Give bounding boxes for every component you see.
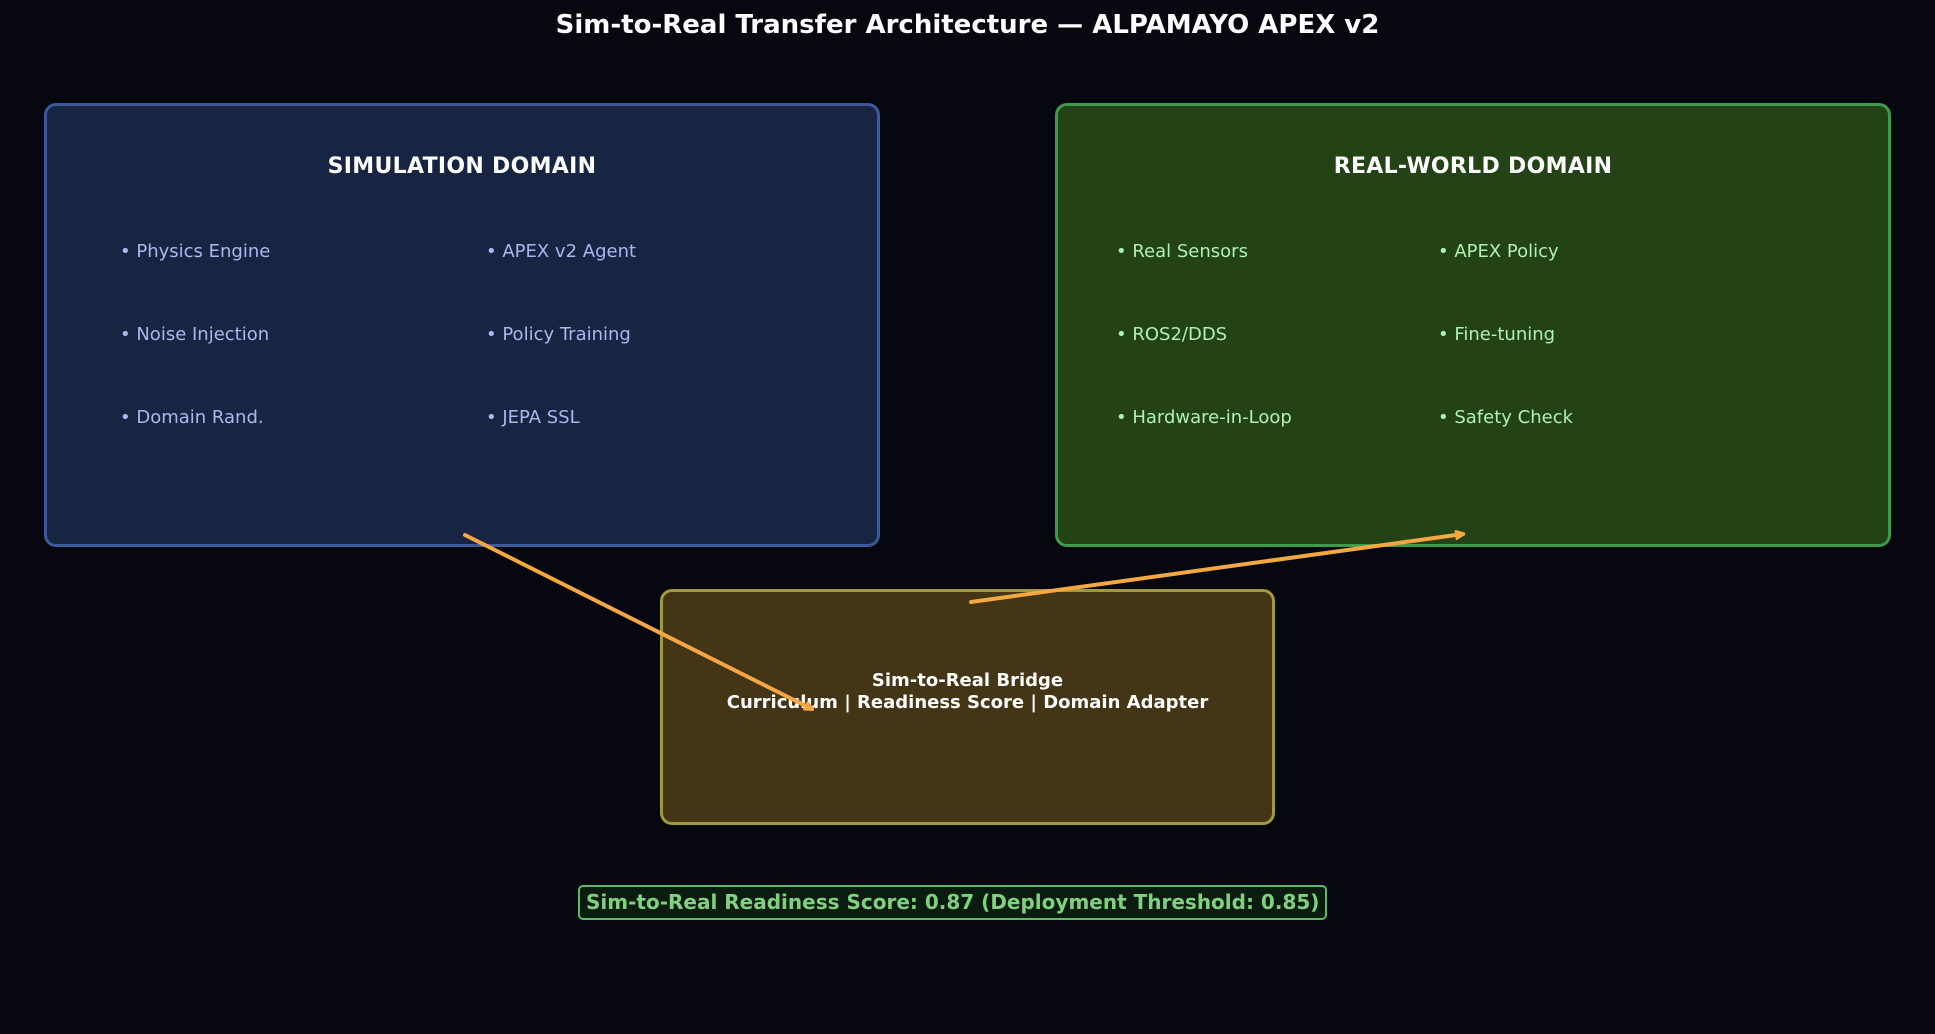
simulation-domain-box: SIMULATION DOMAIN • Physics Engine • Noi… — [44, 103, 880, 547]
real-world-item: • Real Sensors — [1116, 241, 1248, 262]
simulation-item: • Physics Engine — [120, 241, 271, 262]
simulation-item: • Policy Training — [486, 324, 631, 345]
real-world-item: • APEX Policy — [1438, 241, 1559, 262]
real-world-domain-heading: REAL-WORLD DOMAIN — [1333, 154, 1613, 179]
bridge-title: Sim-to-Real Bridge — [871, 670, 1064, 691]
real-world-item: • Fine-tuning — [1438, 324, 1556, 345]
real-world-item: • ROS2/DDS — [1116, 324, 1228, 345]
real-world-item: • Safety Check — [1438, 407, 1574, 428]
simulation-domain-heading: SIMULATION DOMAIN — [327, 154, 597, 179]
bridge-box: Sim-to-Real Bridge Curriculum | Readines… — [660, 589, 1275, 825]
real-world-domain-box: REAL-WORLD DOMAIN • Real Sensors • ROS2/… — [1055, 103, 1891, 547]
bridge-subtitle: Curriculum | Readiness Score | Domain Ad… — [726, 692, 1209, 713]
real-world-item: • Hardware-in-Loop — [1116, 407, 1292, 428]
simulation-item: • APEX v2 Agent — [486, 241, 637, 262]
simulation-item: • Domain Rand. — [120, 407, 264, 428]
simulation-item: • JEPA SSL — [486, 407, 580, 428]
diagram-title: Sim-to-Real Transfer Architecture — ALPA… — [555, 10, 1380, 40]
simulation-item: • Noise Injection — [120, 324, 270, 345]
readiness-score-badge: Sim-to-Real Readiness Score: 0.87 (Deplo… — [578, 885, 1328, 920]
